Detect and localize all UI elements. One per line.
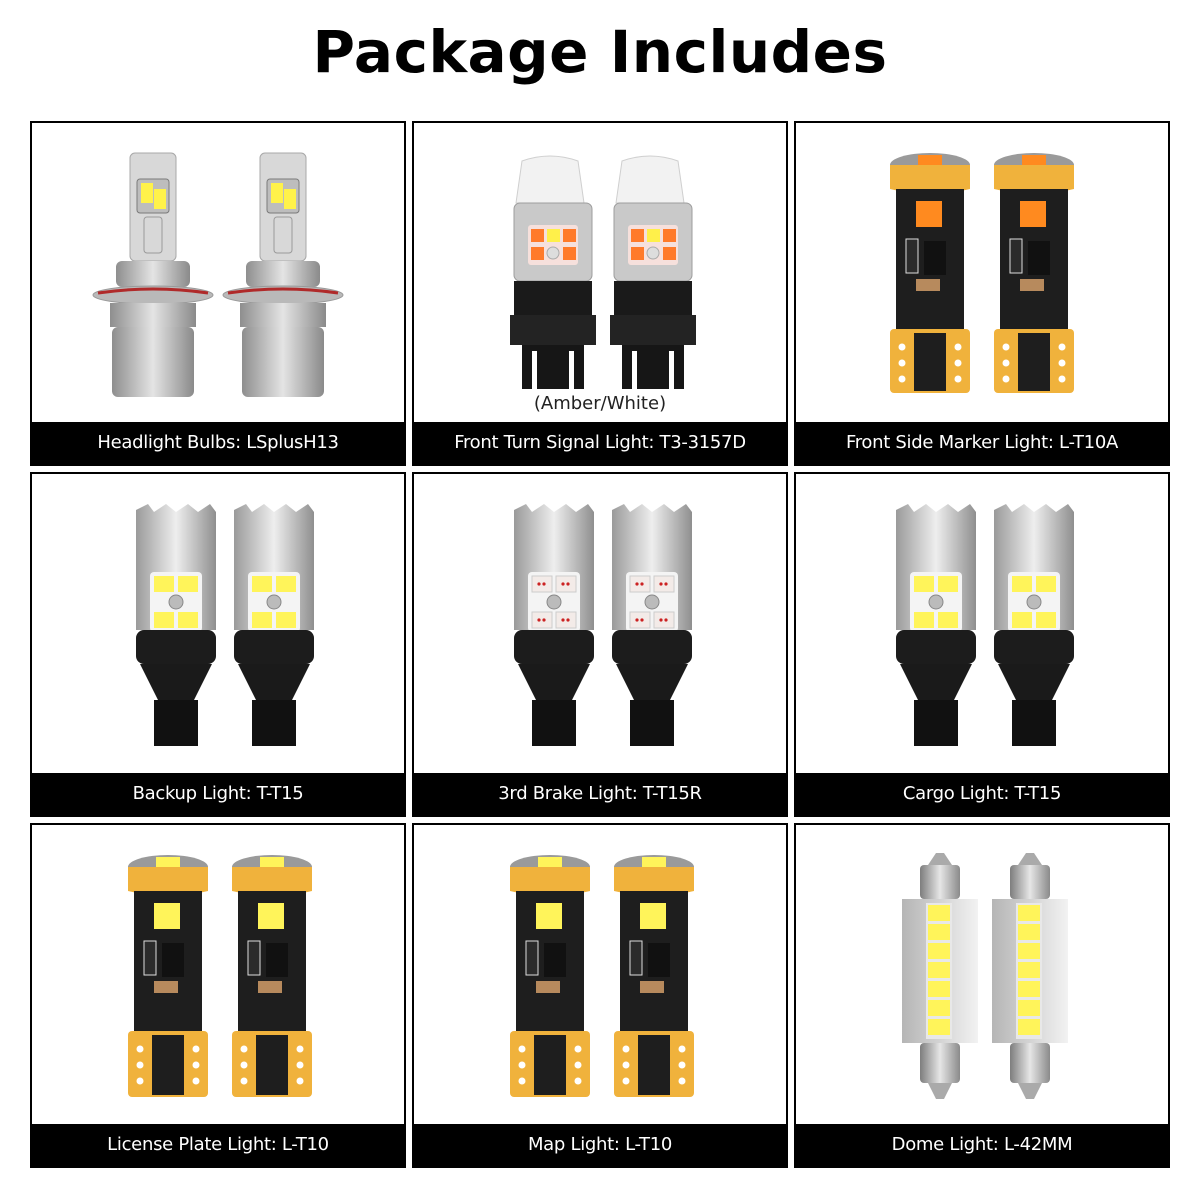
product-image-area: [32, 123, 404, 422]
product-label: Backup Light: T-T15: [32, 773, 404, 815]
product-cell-front-side-marker: Front Side Marker Light: L-T10A: [794, 121, 1170, 466]
product-cell-front-turn-signal: (Amber/White) Front Turn Signal Light: T…: [412, 121, 788, 466]
turn-signal-bulb-icon: [510, 155, 697, 392]
product-label: Cargo Light: T-T15: [796, 773, 1168, 815]
product-image-area: [32, 474, 404, 773]
headlight-bulb-icon: [92, 152, 344, 397]
backup-bulb-icon: [136, 503, 315, 747]
product-image-area: [414, 123, 786, 422]
product-cell-license-plate: License Plate Light: L-T10: [30, 823, 406, 1168]
product-cell-dome: Dome Light: L-42MM: [794, 823, 1170, 1168]
product-image-area: [796, 825, 1168, 1124]
side-marker-bulb-icon: [890, 152, 1075, 394]
dome-festoon-bulb-icon: [902, 853, 1068, 1099]
product-cell-map: Map Light: L-T10: [412, 823, 788, 1168]
brake-bulb-icon: [514, 503, 693, 747]
product-label: 3rd Brake Light: T-T15R: [414, 773, 786, 815]
product-image-area: [414, 474, 786, 773]
cargo-bulb-icon: [895, 503, 1075, 747]
product-label: License Plate Light: L-T10: [32, 1124, 404, 1166]
color-note: (Amber/White): [533, 393, 667, 414]
page-title: Package Includes: [312, 18, 888, 86]
product-label: Dome Light: L-42MM: [796, 1124, 1168, 1166]
product-cell-headlight: Headlight Bulbs: LSplusH13: [30, 121, 406, 466]
product-image-area: [796, 123, 1168, 422]
product-cell-backup: Backup Light: T-T15: [30, 472, 406, 817]
product-label: Front Side Marker Light: L-T10A: [796, 422, 1168, 464]
map-bulb-icon: [509, 854, 695, 1098]
product-label: Front Turn Signal Light: T3-3157D: [414, 422, 786, 464]
license-plate-bulb-icon: [128, 854, 313, 1098]
product-cell-third-brake: 3rd Brake Light: T-T15R: [412, 472, 788, 817]
product-cell-cargo: Cargo Light: T-T15: [794, 472, 1170, 817]
product-image-area: [32, 825, 404, 1124]
product-image-area: [414, 825, 786, 1124]
product-label: Map Light: L-T10: [414, 1124, 786, 1166]
product-image-area: [796, 474, 1168, 773]
product-label: Headlight Bulbs: LSplusH13: [32, 422, 404, 464]
